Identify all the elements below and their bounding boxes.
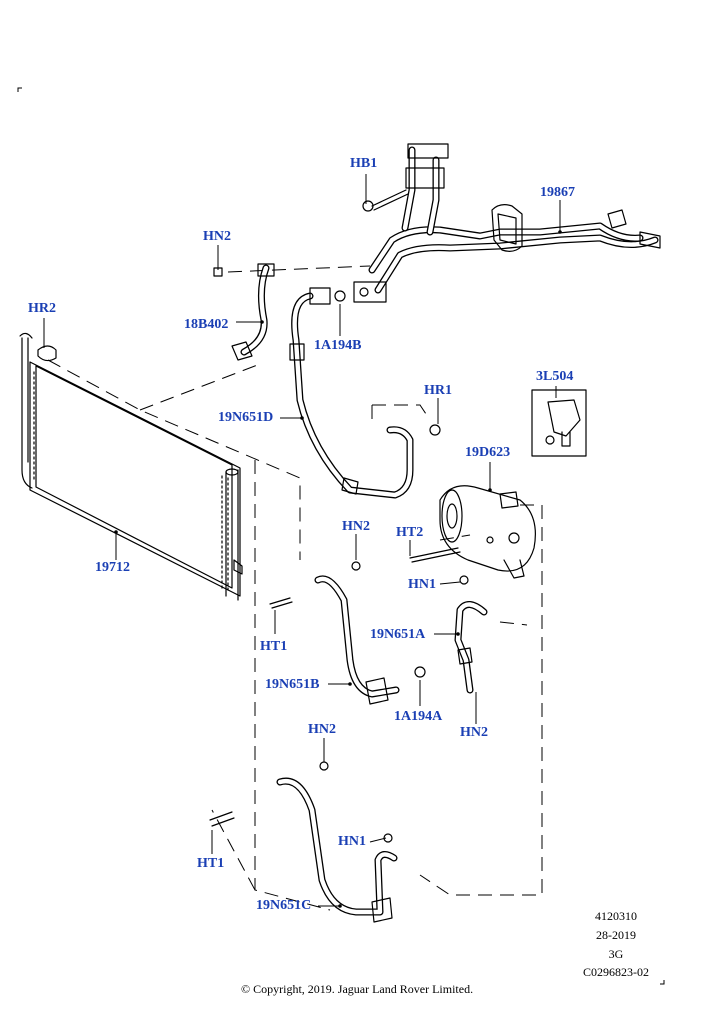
pipe-19n651a bbox=[454, 575, 488, 694]
callout-hn2-mid[interactable]: HN2 bbox=[342, 519, 370, 534]
callout-hn2-bottom[interactable]: HN2 bbox=[308, 722, 336, 737]
sensor-box-3l504 bbox=[531, 389, 587, 457]
copyright-notice: © Copyright, 2019. Jaguar Land Rover Lim… bbox=[241, 982, 474, 996]
callout-hn2-top[interactable]: HN2 bbox=[203, 229, 231, 244]
pipe-19n651b bbox=[269, 561, 426, 705]
leader-lines bbox=[43, 174, 562, 908]
bolt-hb1 bbox=[362, 189, 409, 212]
callout-hn1-mid[interactable]: HN1 bbox=[408, 577, 436, 592]
pipe-19n651d bbox=[289, 287, 441, 499]
condenser bbox=[19, 332, 243, 601]
callout-18b402[interactable]: 18B402 bbox=[184, 317, 229, 332]
callout-19n651c[interactable]: 19N651C bbox=[256, 898, 312, 913]
pipe-assembly-19867 bbox=[353, 143, 661, 303]
compressor bbox=[409, 485, 536, 579]
callout-19n651b[interactable]: 19N651B bbox=[265, 677, 320, 692]
callout-hr1[interactable]: HR1 bbox=[424, 383, 452, 398]
callout-1a194b[interactable]: 1A194B bbox=[314, 338, 362, 353]
callout-hb1[interactable]: HB1 bbox=[350, 156, 378, 171]
callout-19n651d[interactable]: 19N651D bbox=[218, 410, 274, 425]
callout-ht2[interactable]: HT2 bbox=[396, 525, 424, 540]
assembly-guide-lines bbox=[47, 265, 543, 911]
callout-19712[interactable]: 19712 bbox=[95, 560, 130, 575]
callout-19867[interactable]: 19867 bbox=[540, 185, 575, 200]
callout-ht1-bottom[interactable]: HT1 bbox=[197, 856, 225, 871]
callout-3l504[interactable]: 3L504 bbox=[536, 369, 574, 384]
hose-18b402 bbox=[213, 263, 275, 361]
callout-19n651a[interactable]: 19N651A bbox=[370, 627, 426, 642]
info-date: 28-2019 bbox=[596, 928, 636, 942]
info-code: 4120310 bbox=[595, 909, 637, 923]
pipe-19n651c bbox=[209, 761, 398, 923]
callout-hr2[interactable]: HR2 bbox=[28, 301, 56, 316]
callout-ht1-mid[interactable]: HT1 bbox=[260, 639, 288, 654]
callout-hn2-low[interactable]: HN2 bbox=[460, 725, 488, 740]
corner-mark bbox=[660, 980, 665, 985]
info-illustration-id: C0296823-02 bbox=[583, 965, 649, 979]
corner-mark bbox=[17, 87, 22, 92]
callout-hn1-bottom[interactable]: HN1 bbox=[338, 834, 366, 849]
info-section: 3G bbox=[608, 947, 624, 961]
callout-1a194a[interactable]: 1A194A bbox=[394, 709, 443, 724]
callout-19d623[interactable]: 19D623 bbox=[465, 445, 511, 460]
